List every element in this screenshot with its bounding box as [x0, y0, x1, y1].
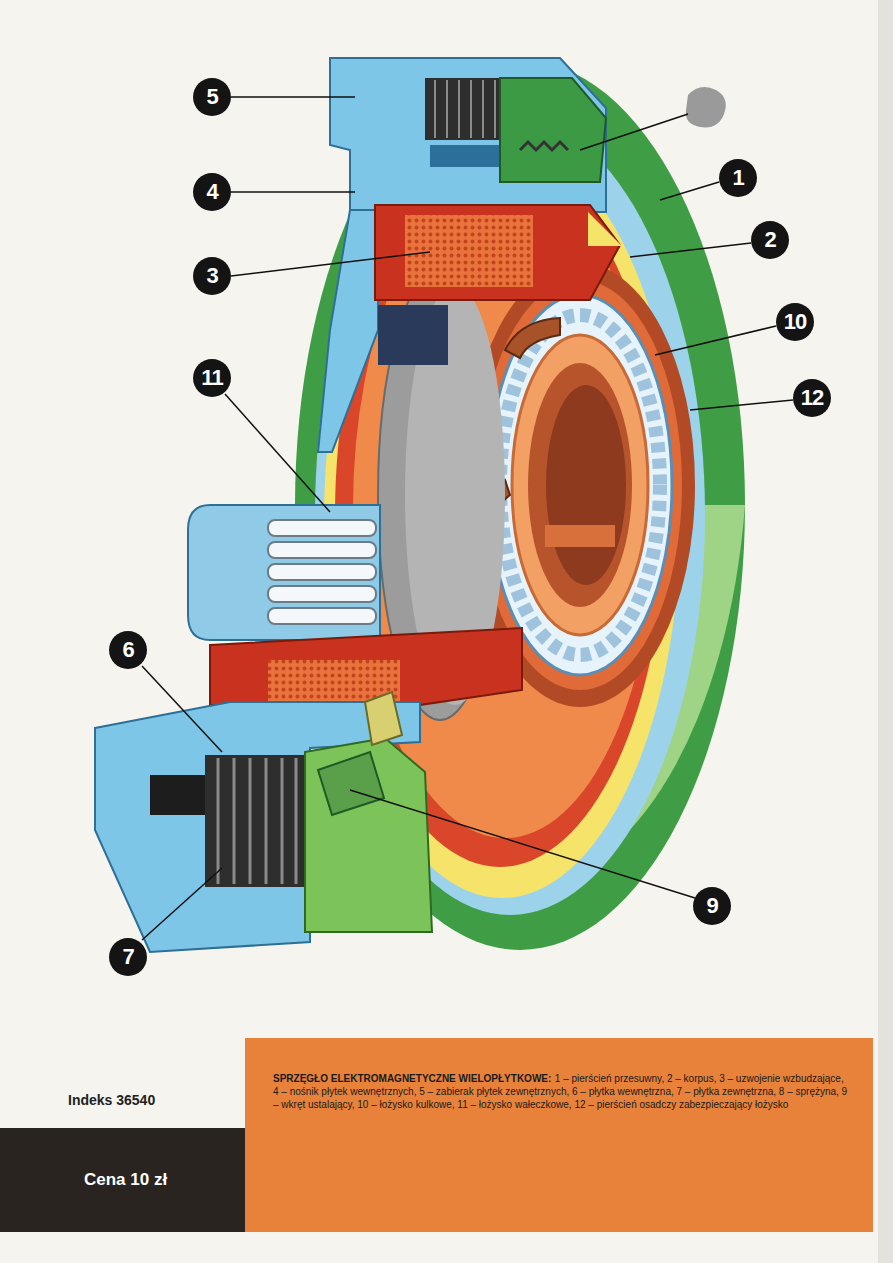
- callout-circle: 3: [193, 257, 231, 295]
- callout-circle: 10: [776, 303, 814, 341]
- callout-number: 5: [206, 84, 217, 110]
- plates-bottom: [205, 755, 305, 887]
- body-bottom: [210, 628, 522, 705]
- callout-circle: 1: [719, 159, 757, 197]
- price-band: Cena 10 zł: [0, 1128, 245, 1232]
- callout-number: 11: [201, 365, 222, 391]
- coil-top: [405, 215, 533, 287]
- callout-circle: 5: [193, 78, 231, 116]
- roller-bearing: [188, 505, 380, 640]
- driver-bottom: [305, 738, 432, 932]
- callout-number: 10: [784, 309, 806, 335]
- callout-circle: 11: [193, 359, 231, 397]
- callout-circle: 4: [193, 173, 231, 211]
- shaft-bore-inner: [546, 385, 626, 585]
- ring-end: [505, 318, 560, 358]
- callout-number: 6: [122, 637, 133, 663]
- driver-top: [500, 78, 606, 182]
- callout-number: 3: [206, 263, 217, 289]
- keyway: [545, 525, 615, 547]
- ball-bearing-outer: [488, 295, 672, 675]
- callout-number: 2: [764, 227, 775, 253]
- plates-bottom-lines: [218, 758, 296, 884]
- housing-slot: [150, 775, 205, 815]
- callout-circle: 7: [109, 938, 147, 976]
- price-text: Cena 10 zł: [84, 1170, 167, 1190]
- spring: [520, 142, 568, 150]
- callout-circle: 12: [793, 379, 831, 417]
- callout-circle: 9: [693, 887, 731, 925]
- callout-number: 1: [732, 165, 743, 191]
- shaft-shadow: [378, 305, 448, 365]
- ball-bearing-inner: [512, 335, 648, 635]
- yellow-wedge: [588, 212, 622, 246]
- shaft-bore: [528, 363, 632, 607]
- callout-blob: [686, 87, 726, 128]
- caption-band: SPRZĘGŁO ELEKTROMAGNETYCZNE WIELOPŁYTKOW…: [245, 1038, 873, 1232]
- plates-top: [425, 78, 501, 140]
- body-top: [375, 205, 620, 300]
- page-edge: [878, 0, 893, 1263]
- rollers: [268, 520, 376, 624]
- callout-circle: 2: [751, 221, 789, 259]
- set-screw-tip: [365, 692, 402, 745]
- callout-number: 9: [706, 893, 717, 919]
- housing-web: [318, 210, 378, 452]
- callout-number: 4: [206, 179, 217, 205]
- housing-top: [330, 58, 606, 212]
- index-label: Indeks 36540: [68, 1092, 155, 1108]
- callout-number: 12: [801, 385, 823, 411]
- callout-circle: 6: [109, 631, 147, 669]
- caption-text: SPRZĘGŁO ELEKTROMAGNETYCZNE WIELOPŁYTKOW…: [273, 1073, 551, 1084]
- callout-number: 7: [122, 944, 133, 970]
- leader-lines: [142, 97, 793, 940]
- set-screw: [318, 752, 384, 815]
- spring-seat: [430, 145, 500, 167]
- plates-top-lines: [435, 80, 495, 138]
- ball-bearing-balls: [500, 315, 660, 655]
